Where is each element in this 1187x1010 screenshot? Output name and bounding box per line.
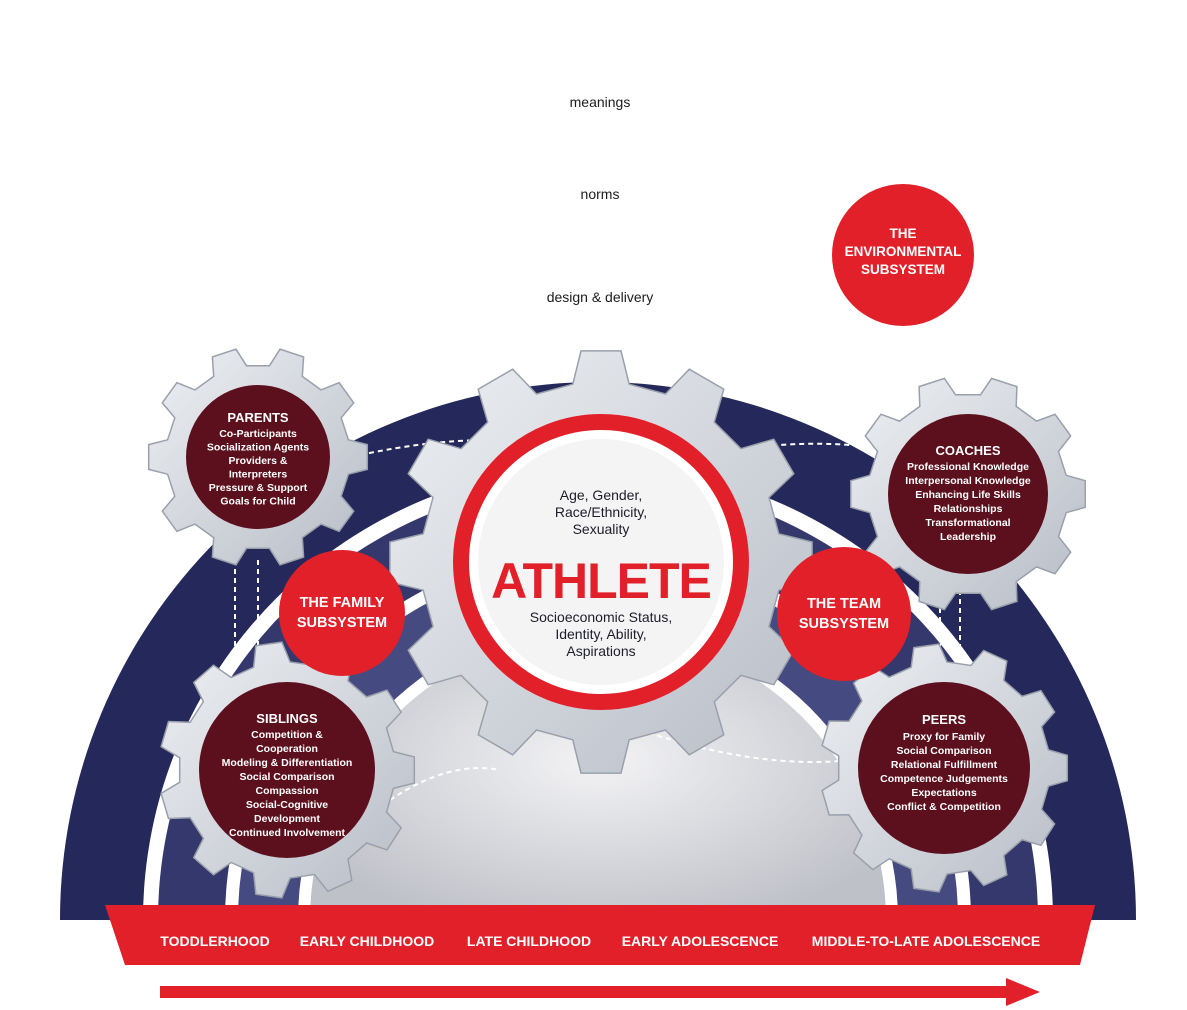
family-line-1: THE FAMILY xyxy=(300,595,385,611)
coaches-item-4: Transformational xyxy=(925,517,1010,529)
siblings-item-1: Cooperation xyxy=(256,743,318,755)
coaches-title: COACHES xyxy=(935,443,1000,458)
team-line-1: THE TEAM xyxy=(807,596,881,612)
peers-item-0: Proxy for Family xyxy=(903,731,985,743)
parents-disc xyxy=(186,385,330,529)
nation-item-3: Resources xyxy=(586,53,679,74)
communities-item-3: Access xyxy=(603,148,675,169)
nation-item-0: Traditions xyxy=(360,86,421,123)
team-subsystem-circle xyxy=(777,547,911,681)
nation-item-5: Policy xyxy=(775,84,839,123)
parents-item-4: Pressure & Support xyxy=(209,482,308,494)
siblings-item-7: Continued Involvement xyxy=(229,827,346,839)
siblings-item-6: Development xyxy=(254,813,320,825)
stage-banner xyxy=(105,905,1095,965)
environmental-line-2: ENVIRONMENTAL xyxy=(845,244,962,259)
parents-item-0: Co-Participants xyxy=(219,428,297,440)
inner-field xyxy=(310,632,886,920)
coaches-item-3: Relationships xyxy=(934,503,1003,515)
stage-late-childhood: LATE CHILDHOOD xyxy=(467,933,591,949)
communities-sub-label: norms xyxy=(581,186,620,202)
coaches-item-1: Interpersonal Knowledge xyxy=(905,475,1031,487)
siblings-disc xyxy=(199,682,375,858)
siblings-item-3: Social Comparison xyxy=(239,771,334,783)
stage-middle-to-late-adolescence: MIDDLE-TO-LATE ADOLESCENCE xyxy=(812,933,1040,949)
athlete-title: ATHLETE xyxy=(491,553,711,609)
siblings-item-0: Competition & xyxy=(251,729,323,741)
athlete-top-line-1: Age, Gender, xyxy=(560,487,643,503)
timeline-arrow-head xyxy=(1006,978,1040,1006)
siblings-item-4: Compassion xyxy=(255,785,318,797)
organizations-sub-label: design & delivery xyxy=(547,289,654,305)
peers-item-2: Relational Fulfillment xyxy=(891,759,998,771)
coaches-item-2: Enhancing Life Skills xyxy=(915,489,1021,501)
nation-items: Traditions Values Socialization Resource… xyxy=(360,53,839,124)
athlete-red-ring xyxy=(453,414,749,710)
parents-item-2: Providers & xyxy=(229,455,288,467)
siblings-item-2: Modeling & Differentiation xyxy=(222,757,353,769)
peers-item-5: Conflict & Competition xyxy=(887,801,1001,813)
athlete-top-line-3: Sexuality xyxy=(573,521,630,537)
stage-early-adolescence: EARLY ADOLESCENCE xyxy=(622,933,779,949)
siblings-title: SIBLINGS xyxy=(256,711,318,726)
parents-item-1: Socialization Agents xyxy=(207,442,309,454)
athlete-bottom-line-2: Identity, Ability, xyxy=(555,626,646,642)
athlete-top-line-2: Race/Ethnicity, xyxy=(555,504,647,520)
environmental-line-1: THE xyxy=(890,226,917,241)
peers-item-3: Competence Judgements xyxy=(880,773,1008,785)
nation-title: THE UNITED STATES xyxy=(483,9,717,42)
peers-item-1: Social Comparison xyxy=(896,745,991,757)
athlete-inner xyxy=(478,439,724,685)
communities-item-1: Support xyxy=(474,151,551,180)
peers-title: PEERS xyxy=(922,712,966,727)
coaches-item-5: Leadership xyxy=(940,531,996,543)
family-subsystem-circle xyxy=(279,550,405,676)
environmental-line-3: SUBSYSTEM xyxy=(861,262,945,277)
coaches-item-0: Professional Knowledge xyxy=(907,461,1029,473)
coaches-disc xyxy=(888,414,1048,574)
parents-item-5: Goals for Child xyxy=(220,496,295,508)
siblings-item-5: Social-Cognitive xyxy=(246,799,328,811)
nation-item-4: Sponsorship xyxy=(677,59,780,99)
team-line-2: SUBSYSTEM xyxy=(799,616,889,632)
parents-item-3: Interpreters xyxy=(229,469,288,481)
communities-item-2: Size xyxy=(549,148,603,166)
environmental-subsystem-circle xyxy=(832,184,974,326)
timeline-arrow-shaft xyxy=(160,986,1010,998)
peers-disc xyxy=(858,682,1030,854)
nation-sub-label: meanings xyxy=(570,94,631,110)
nation-item-2: Socialization xyxy=(482,53,587,81)
athlete-bottom-line-1: Socioeconomic Status, xyxy=(530,609,672,625)
stage-early-childhood: EARLY CHILDHOOD xyxy=(300,933,435,949)
family-line-2: SUBSYSTEM xyxy=(297,615,387,631)
communities-title: COMMUNITIES xyxy=(523,114,688,143)
communities-item-4: Infrastructure xyxy=(673,154,780,199)
parents-title: PARENTS xyxy=(227,410,288,425)
athlete-bottom-line-3: Aspirations xyxy=(566,643,635,659)
peers-item-4: Expectations xyxy=(911,787,977,799)
nation-item-1: Values xyxy=(416,66,485,100)
communities-item-0: Initiatives xyxy=(420,166,479,199)
stage-toddlerhood: TODDLERHOOD xyxy=(160,933,269,949)
